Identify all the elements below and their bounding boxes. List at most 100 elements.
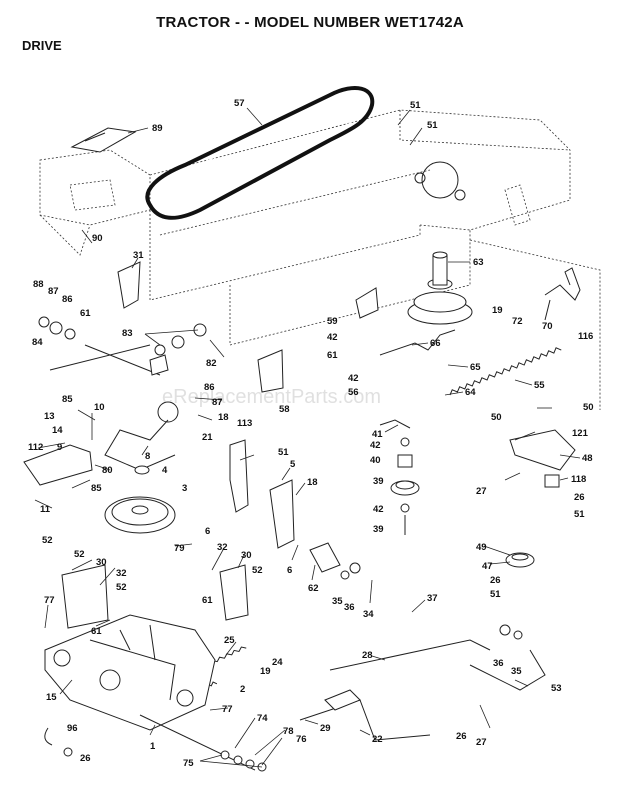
- callout-26: 26: [80, 753, 91, 764]
- callout-27: 27: [476, 737, 487, 748]
- callout-35: 35: [332, 596, 343, 607]
- brake-arm: [269, 479, 295, 549]
- watermark-text: eReplacementParts.com: [162, 386, 381, 408]
- callout-55: 55: [534, 380, 545, 391]
- callout-34: 34: [363, 609, 374, 620]
- callout-77: 77: [44, 595, 55, 606]
- bracket-part: [117, 261, 141, 309]
- callout-96: 96: [67, 723, 78, 734]
- axle-hardware: [220, 750, 267, 772]
- transmission: [44, 614, 256, 771]
- callout-19: 19: [492, 305, 503, 316]
- callout-1: 1: [150, 741, 156, 752]
- bushing-118: [544, 474, 560, 488]
- callout-19: 19: [260, 666, 271, 677]
- idler-rod: [379, 329, 456, 356]
- callout-2: 2: [240, 684, 245, 695]
- callout-26: 26: [574, 492, 585, 503]
- callout-36: 36: [493, 658, 504, 669]
- retaining-ring: [134, 465, 150, 475]
- callout-63: 63: [473, 257, 484, 268]
- callout-42: 42: [348, 373, 359, 384]
- callout-62: 62: [308, 583, 319, 594]
- callout-56: 56: [348, 387, 359, 398]
- callout-36: 36: [344, 602, 355, 613]
- callout-86: 86: [62, 294, 73, 305]
- callout-13: 13: [44, 411, 55, 422]
- callout-47: 47: [482, 561, 493, 572]
- page-title: TRACTOR - - MODEL NUMBER WET1742A: [156, 14, 464, 31]
- callout-29: 29: [320, 723, 331, 734]
- callout-48: 48: [582, 453, 593, 464]
- callout-77: 77: [222, 704, 233, 715]
- idler-pulley-stack: [390, 437, 420, 535]
- washer-36: [349, 562, 361, 574]
- washer-35b: [513, 630, 523, 640]
- callout-52: 52: [42, 535, 53, 546]
- callout-22: 22: [372, 734, 383, 745]
- callout-42: 42: [327, 332, 338, 343]
- callout-89: 89: [152, 123, 163, 134]
- spring-part: [449, 347, 562, 396]
- callout-39: 39: [373, 476, 384, 487]
- callout-66: 66: [430, 338, 441, 349]
- callout-10: 10: [94, 402, 105, 413]
- callout-78: 78: [283, 726, 294, 737]
- callout-51: 51: [278, 447, 289, 458]
- callout-86: 86: [204, 382, 215, 393]
- callout-118: 118: [571, 474, 586, 485]
- callout-76: 76: [296, 734, 307, 745]
- callout-88: 88: [33, 279, 44, 290]
- callout-51: 51: [574, 509, 585, 520]
- callout-85: 85: [91, 483, 102, 494]
- callout-112: 112: [28, 442, 43, 453]
- callout-4: 4: [162, 465, 168, 476]
- clip-96: [44, 727, 53, 746]
- right-transmission-bracket: [219, 564, 249, 621]
- control-rods: [299, 639, 546, 741]
- callout-42: 42: [370, 440, 381, 451]
- callout-53: 53: [551, 683, 562, 694]
- shift-lever: [104, 401, 179, 471]
- brake-bracket: [229, 439, 249, 513]
- callout-39: 39: [373, 524, 384, 535]
- callout-28: 28: [362, 650, 373, 661]
- callout-61: 61: [202, 595, 213, 606]
- callout-59: 59: [327, 316, 338, 327]
- callout-37: 37: [427, 593, 438, 604]
- bolt-41: [379, 419, 411, 429]
- callout-24: 24: [272, 657, 283, 668]
- callout-79: 79: [174, 543, 185, 554]
- callout-75: 75: [183, 758, 194, 769]
- callout-35: 35: [511, 666, 522, 677]
- callout-25: 25: [224, 635, 235, 646]
- idler-bracket: [355, 287, 379, 319]
- callout-50: 50: [583, 402, 594, 413]
- callout-5: 5: [290, 459, 296, 470]
- callout-30: 30: [96, 557, 107, 568]
- callout-61: 61: [91, 626, 102, 637]
- engine-pulley: [407, 251, 473, 325]
- plate-part: [257, 349, 284, 393]
- callout-6: 6: [287, 565, 292, 576]
- callout-52: 52: [74, 549, 85, 560]
- callout-82: 82: [206, 358, 217, 369]
- washer-set: [154, 323, 207, 356]
- callout-9: 9: [57, 442, 62, 453]
- transmission-pulley: [104, 496, 176, 534]
- callout-51: 51: [490, 589, 501, 600]
- callout-32: 32: [116, 568, 127, 579]
- washer-36b: [499, 624, 511, 636]
- callout-41: 41: [372, 429, 383, 440]
- callout-52: 52: [252, 565, 263, 576]
- flat-idler-pulley: [505, 552, 535, 568]
- callout-58: 58: [279, 404, 290, 415]
- callout-85: 85: [62, 394, 73, 405]
- callout-11: 11: [40, 504, 51, 515]
- callout-61: 61: [327, 350, 338, 361]
- section-label: DRIVE: [22, 38, 62, 53]
- callout-15: 15: [46, 692, 57, 703]
- lift-shaft: [49, 344, 169, 376]
- callout-121: 121: [572, 428, 589, 439]
